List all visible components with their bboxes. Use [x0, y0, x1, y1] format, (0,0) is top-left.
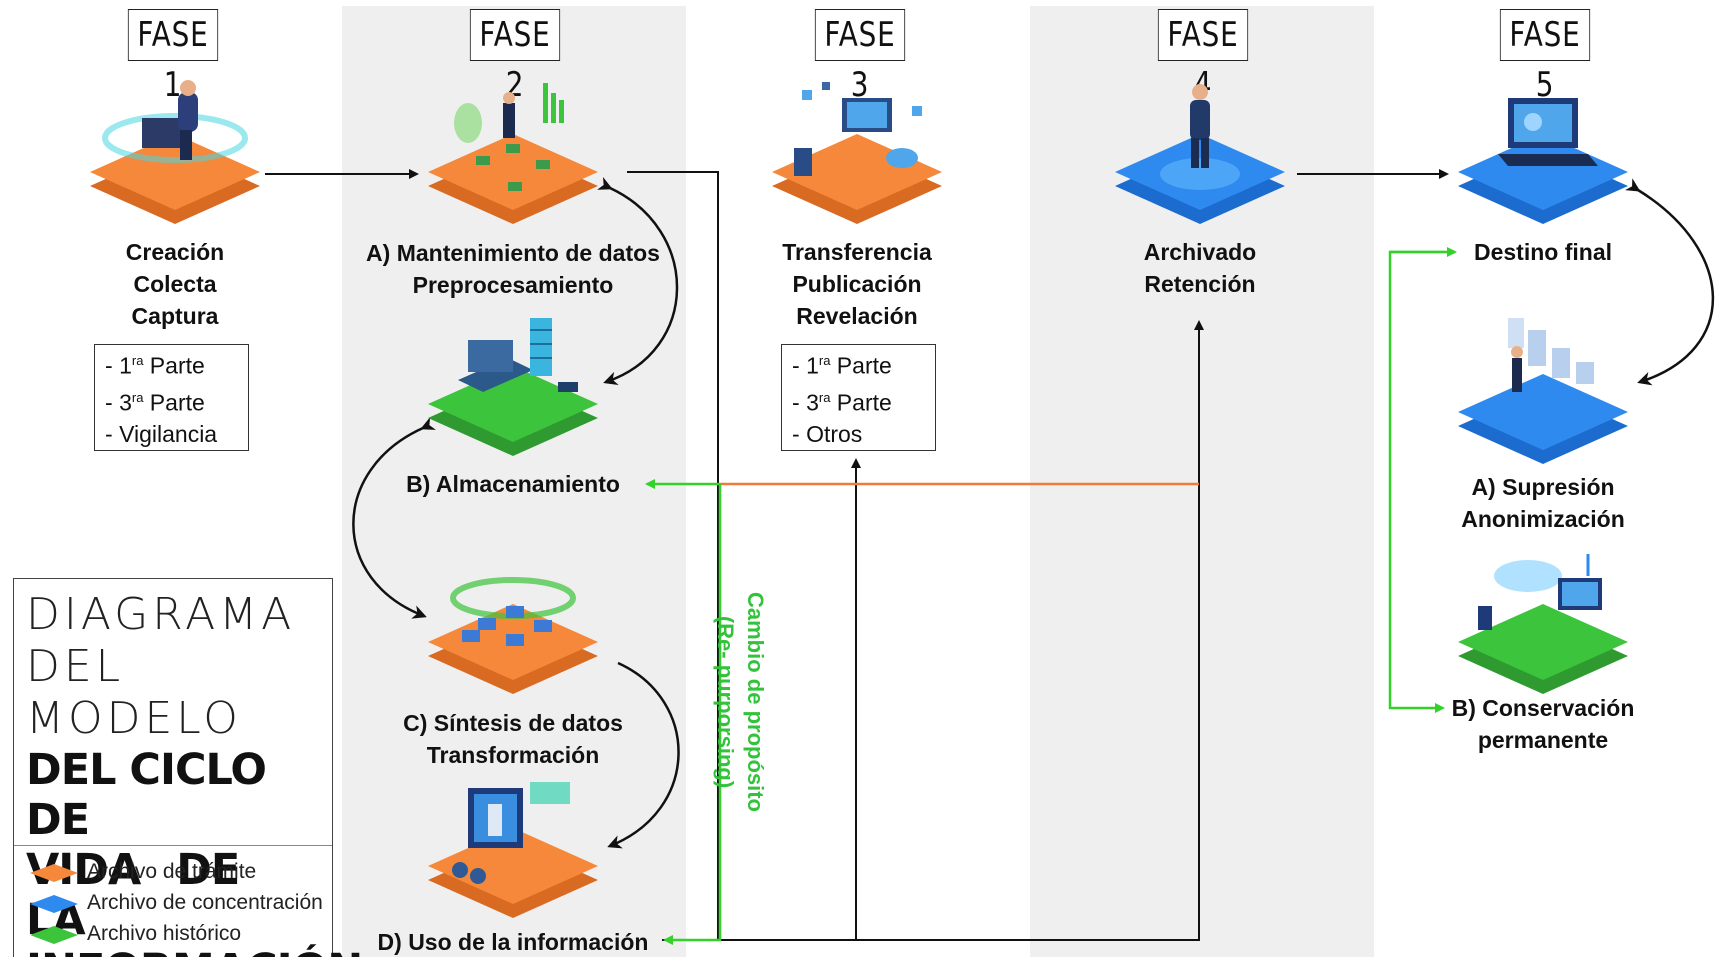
anonymization-icon — [1458, 318, 1628, 464]
phase-1-line-3: Captura — [131, 303, 219, 329]
repurposing-label: Cambio de propósito (Re- purporsing) — [710, 572, 770, 832]
archivist-figure-icon — [1115, 84, 1285, 224]
data-synthesis-chips-icon — [428, 577, 598, 694]
information-use-icon — [428, 782, 598, 918]
phase-1-box-item: - 3ra Parte — [105, 389, 205, 416]
storage-server-icon — [428, 318, 598, 456]
curve-a-b — [597, 176, 679, 386]
phase-1-box-item: - Vigilancia — [105, 421, 218, 448]
curve-f5 — [1624, 178, 1715, 386]
curve-c-d — [607, 661, 680, 849]
phase-2b-label: B) Almacenamiento — [406, 471, 620, 497]
curve-b-c — [352, 417, 436, 619]
phase-1-line-2: Colecta — [133, 271, 217, 297]
phase-3-line-2: Publicación — [792, 271, 922, 297]
transfer-devices-icon — [772, 82, 942, 224]
phase-3-line-3: Revelación — [796, 303, 918, 329]
phase-2a-label: A) Mantenimiento de datos Preprocesamien… — [353, 237, 673, 301]
final-destination-laptop-icon — [1458, 98, 1628, 224]
phase-3-box-item: - Otros — [792, 421, 863, 448]
line-bottom-bus — [662, 320, 1204, 941]
phase-4-line-1: Archivado — [1143, 239, 1257, 265]
phase-1-line-1: Creación — [125, 239, 225, 265]
phase-2a-line-1: A) Mantenimiento de datos — [366, 240, 660, 266]
phase-2d-label: D) Uso de la información — [377, 929, 649, 955]
phase-2-header: FASE 2 — [469, 9, 561, 105]
phase-5a-line-2: Anonimización — [1461, 506, 1625, 532]
line-green-repurpose — [663, 484, 722, 945]
orange-tile-icon — [30, 864, 78, 882]
phase-4-header: FASE 4 — [1157, 9, 1249, 105]
repurposing-line-2: (Re- purporsing) — [713, 615, 738, 789]
phase-2c-line-2: Transformación — [426, 742, 600, 768]
legend-label: Archivo histórico — [87, 922, 242, 945]
legend-item: Archivo de concentración — [14, 887, 332, 918]
phase-3-box: - 1ra Parte - 3ra Parte - Otros — [781, 344, 936, 452]
phase-3-label: Transferencia Publicación Revelación — [762, 236, 952, 332]
legend-label: Archivo de concentración — [87, 891, 323, 914]
blue-tile-icon — [30, 895, 78, 913]
title-line-1: DIAGRAMA — [26, 589, 296, 640]
phase-2c-line-1: C) Síntesis de datos — [403, 710, 623, 736]
green-tile-icon — [30, 926, 78, 944]
phase-3-line-1: Transferencia — [782, 239, 932, 265]
phase-3-box-item: - 1ra Parte — [792, 352, 892, 379]
repurposing-line-1: Cambio de propósito — [743, 592, 768, 812]
title-line-2: DEL MODELO — [26, 641, 242, 744]
phase-1-box: - 1ra Parte - 3ra Parte - Vigilancia — [94, 344, 249, 452]
phase-2c-label: C) Síntesis de datos Transformación — [373, 707, 653, 771]
phase-1-header: FASE 1 — [127, 9, 219, 105]
legend-item: Archivo de trámite — [14, 856, 332, 887]
phase-5b-label: B) Conservación permanente — [1433, 692, 1653, 756]
phase-3-box-item: - 3ra Parte — [792, 389, 892, 416]
title-line-5: INFORMACIÓN — [14, 945, 363, 957]
phase-5b-line-2: permanente — [1477, 727, 1609, 753]
phase-5a-line-1: A) Supresión — [1471, 474, 1615, 500]
data-maintenance-icon — [428, 83, 598, 224]
phase-1-label: Creación Colecta Captura — [80, 236, 270, 332]
phase-1-box-item: - 1ra Parte — [105, 352, 205, 379]
legend-label: Archivo de trámite — [87, 860, 257, 883]
phase-5a-label: A) Supresión Anonimización — [1433, 471, 1653, 535]
title-line-3: DEL CICLO DE — [26, 745, 267, 845]
permanent-conservation-icon — [1458, 554, 1628, 694]
phase-2a-line-2: Preprocesamiento — [412, 272, 614, 298]
legend-item: Archivo histórico — [14, 918, 332, 949]
phase-5-header: FASE 5 — [1499, 9, 1591, 105]
line-f2a-to-bottom — [627, 171, 719, 940]
legend: Archivo de trámite Archivo de concentrac… — [14, 845, 332, 949]
phase-4-line-2: Retención — [1144, 271, 1256, 297]
phase-5b-line-1: B) Conservación — [1451, 695, 1635, 721]
diagram-title-box: DIAGRAMA DEL MODELO DEL CICLO DE VIDA DE… — [13, 578, 363, 957]
phase-4-label: Archivado Retención — [1105, 236, 1295, 300]
worker-at-laptop-icon — [90, 80, 260, 224]
phase-3-header: FASE 3 — [814, 9, 906, 105]
phase-5-destino-label: Destino final — [1473, 239, 1612, 265]
